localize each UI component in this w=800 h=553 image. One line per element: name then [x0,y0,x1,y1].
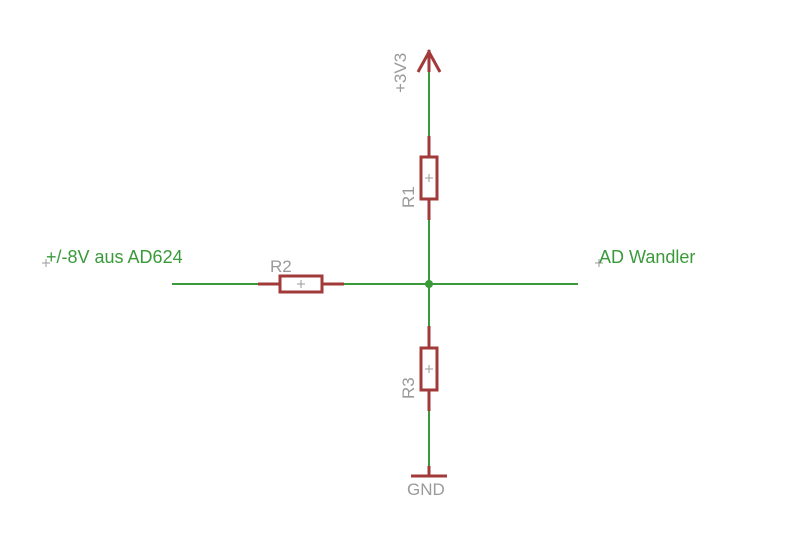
junction-dot [425,280,433,288]
r2-label: R2 [270,257,292,276]
input-label: +/-8V aus AD624 [46,247,183,267]
supply-arrow-icon [416,48,442,73]
output-label: AD Wandler [599,247,695,267]
r3-label: R3 [399,377,418,399]
ground-label: GND [407,480,445,499]
supply-label: +3V3 [391,53,410,93]
r1-label: R1 [399,186,418,208]
